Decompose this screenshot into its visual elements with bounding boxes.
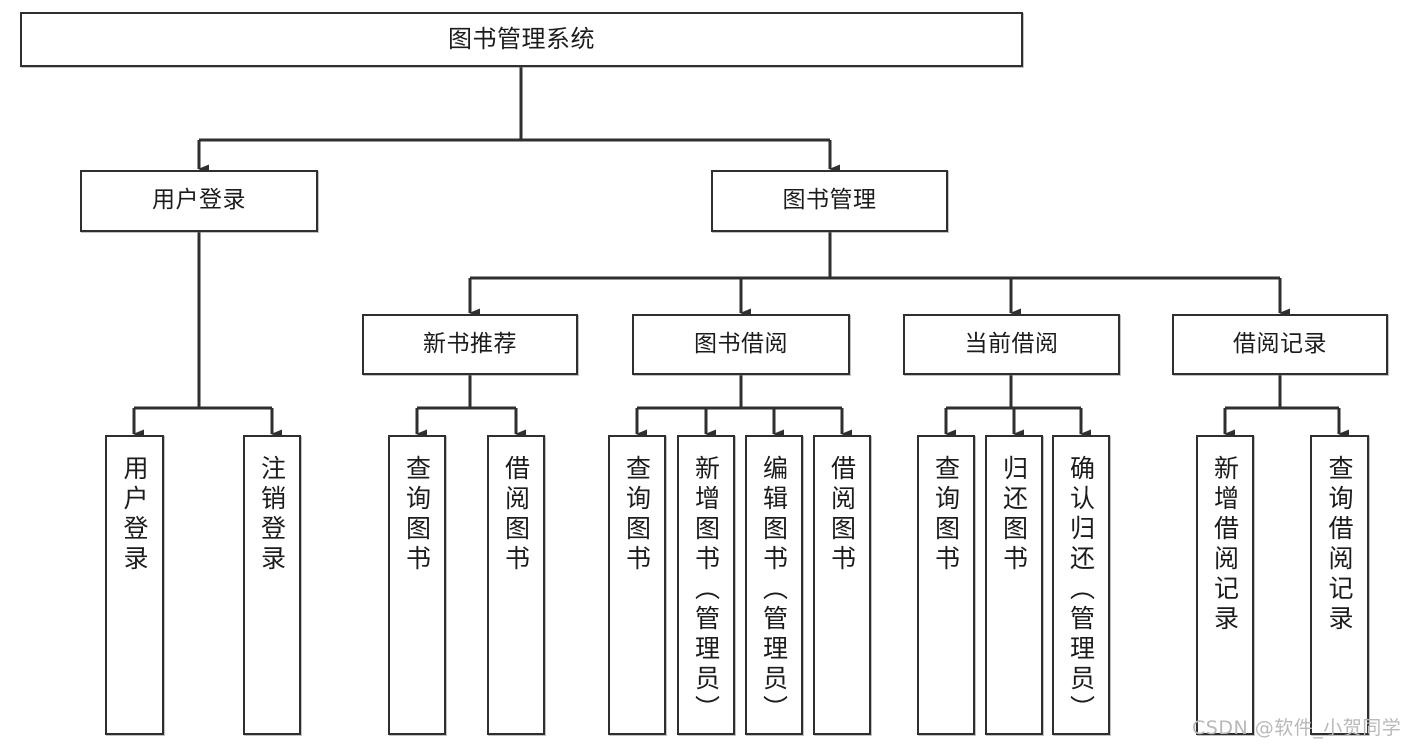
node-leaf-borrow-book-rec[interactable]: 借阅图书 [487,435,545,735]
node-leaf-confirm-return-admin[interactable]: 确认归还（管理员） [1052,435,1110,735]
watermark-text: CSDN @软件_小贺同学 [1192,717,1402,739]
node-label-leaf-query-borrow-record: 查询借阅记录 [1325,455,1354,635]
node-label-leaf-borrow-book-rec: 借阅图书 [501,455,531,575]
node-book-management[interactable]: 图书管理 [711,170,948,232]
node-label-leaf-query-book-rec: 查询图书 [402,455,432,575]
node-leaf-return-book[interactable]: 归还图书 [985,435,1043,735]
node-leaf-user-login[interactable]: 用户登录 [105,435,164,735]
node-label-leaf-add-book-admin: 新增图书（管理员） [691,455,721,725]
node-book-borrow[interactable]: 图书借阅 [632,314,850,375]
node-leaf-query-book-rec[interactable]: 查询图书 [388,435,446,735]
node-label-leaf-return-book: 归还图书 [999,455,1029,575]
node-borrow-record[interactable]: 借阅记录 [1172,314,1388,375]
node-label-leaf-edit-book-admin: 编辑图书（管理员） [759,455,789,725]
node-root[interactable]: 图书管理系统 [20,12,1023,67]
node-leaf-query-book-current[interactable]: 查询图书 [917,435,975,735]
node-leaf-add-book-admin[interactable]: 新增图书（管理员） [677,435,735,735]
connector-lines [132,67,1349,439]
node-label-leaf-user-login: 用户登录 [120,455,149,575]
node-label-leaf-confirm-return-admin: 确认归还（管理员） [1066,455,1096,725]
node-leaf-edit-book-admin[interactable]: 编辑图书（管理员） [745,435,803,735]
node-label-leaf-borrow-book: 借阅图书 [827,455,857,575]
node-label-book-management: 图书管理 [782,187,877,214]
node-label-leaf-user-logout: 注销登录 [257,455,287,575]
node-leaf-query-book-borrow[interactable]: 查询图书 [608,435,666,735]
node-leaf-borrow-book[interactable]: 借阅图书 [813,435,871,735]
node-leaf-query-borrow-record[interactable]: 查询借阅记录 [1310,435,1369,735]
node-current-borrow[interactable]: 当前借阅 [903,314,1120,375]
node-label-user-login: 用户登录 [152,187,246,214]
node-label-current-borrow: 当前借阅 [964,330,1059,357]
node-label-leaf-add-borrow-record: 新增借阅记录 [1210,455,1240,635]
node-label-root: 图书管理系统 [448,25,595,54]
node-label-leaf-query-book-current: 查询图书 [931,455,961,575]
node-label-book-borrow: 图书借阅 [694,330,788,357]
node-new-book-recommend[interactable]: 新书推荐 [362,314,578,375]
node-label-borrow-record: 借阅记录 [1233,330,1327,357]
node-user-login[interactable]: 用户登录 [80,170,318,232]
node-leaf-user-logout[interactable]: 注销登录 [243,435,301,735]
node-label-leaf-query-book-borrow: 查询图书 [622,455,652,575]
node-label-new-book-recommend: 新书推荐 [423,330,517,357]
node-leaf-add-borrow-record[interactable]: 新增借阅记录 [1196,435,1254,735]
